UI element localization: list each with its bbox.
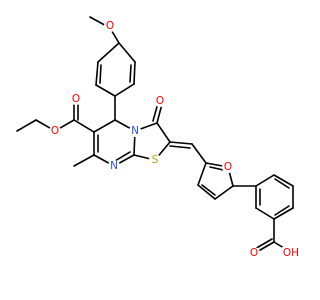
pyrimidine-nitrogen-atom: N [108, 160, 120, 172]
svg-text:O: O [106, 20, 114, 32]
furan-oxygen-atom: O [222, 161, 234, 173]
svg-text:O: O [156, 95, 164, 107]
svg-text:O: O [250, 247, 258, 259]
acid-carbonyl-oxygen-atom: O [248, 247, 260, 259]
ring-junction-nitrogen-atom: N [129, 125, 141, 137]
svg-text:OH: OH [283, 247, 299, 259]
ester-carbonyl-oxygen-atom: O [70, 93, 82, 105]
methoxy-oxygen-atom: O [104, 20, 116, 32]
atom-label-layer: O O O O N N S O [49, 20, 300, 260]
svg-text:O: O [224, 161, 232, 173]
acid-hydroxyl-atom: OH [282, 247, 300, 260]
keto-oxygen-atom: O [154, 95, 166, 107]
svg-text:S: S [152, 154, 159, 166]
svg-text:O: O [72, 93, 80, 105]
svg-text:O: O [51, 125, 59, 137]
ester-oxygen-atom: O [49, 125, 61, 137]
molecule-structure-diagram: O O O O N N S O [16, 16, 300, 260]
svg-text:N: N [131, 125, 139, 137]
thiazole-sulfur-atom: S [149, 154, 161, 166]
svg-text:N: N [110, 160, 118, 172]
